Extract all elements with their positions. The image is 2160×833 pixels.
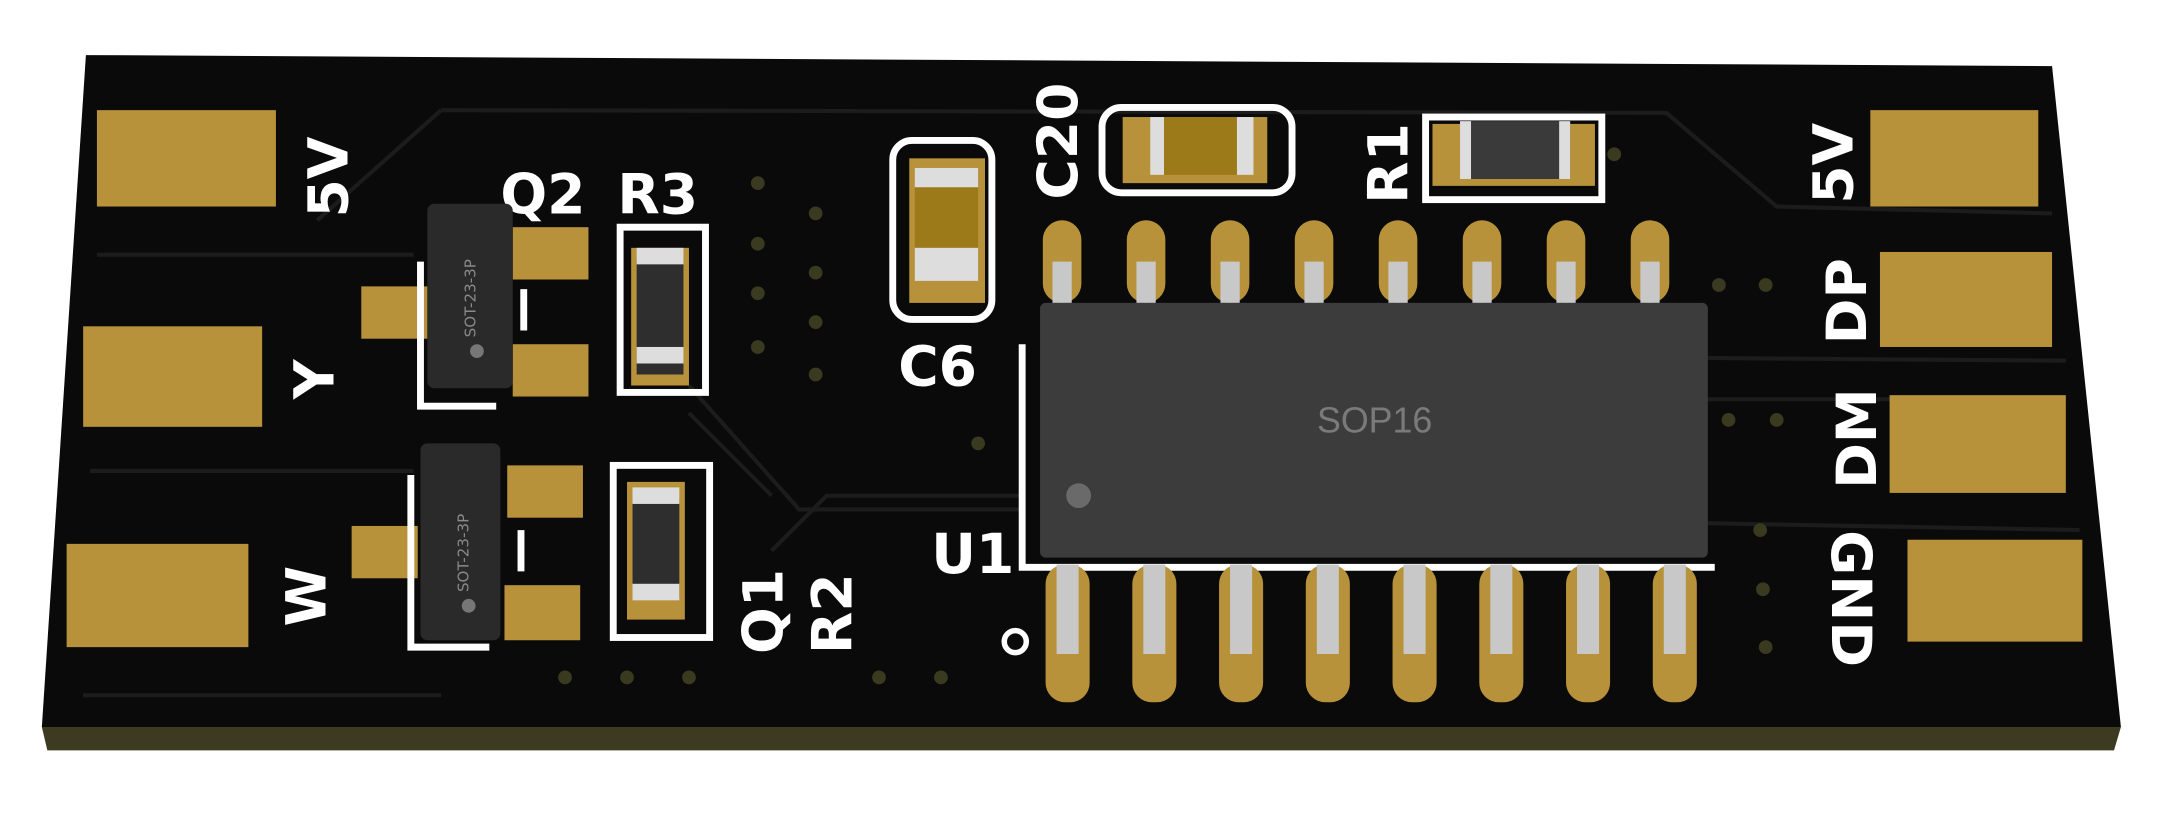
capacitor-c20 <box>1098 103 1296 197</box>
pad-y <box>83 326 263 427</box>
resistor-r3 <box>616 223 709 396</box>
capacitor-c6 <box>889 136 996 323</box>
designator-u1: U1 <box>931 522 1014 586</box>
resistor-r1 <box>1422 113 1606 204</box>
chip-label: SOP16 <box>1317 400 1432 440</box>
designator-c6: C6 <box>898 335 977 399</box>
pad-dm <box>1889 395 2066 493</box>
board-edge <box>41 726 2121 751</box>
label-dm: DM <box>1825 388 1889 489</box>
pad-gnd <box>1907 539 2083 642</box>
label-dp: DP <box>1815 258 1879 344</box>
label-gnd: GND <box>1819 530 1883 667</box>
label-w: W <box>274 566 338 627</box>
ic-pin <box>1640 261 1660 303</box>
vias <box>558 147 1784 685</box>
ic-u1: SOP16 <box>1001 220 1715 703</box>
ic-pin <box>1052 261 1072 303</box>
label-y: Y <box>283 358 347 400</box>
designator-q1: Q1 <box>732 569 796 654</box>
ic-pin <box>1316 564 1339 655</box>
transistor-q1: SOT-23-3P <box>351 443 583 651</box>
ic-pin <box>1663 564 1686 655</box>
ic-pin <box>1220 261 1240 303</box>
q1-package-label: SOT-23-3P <box>455 514 473 592</box>
q2-package-label: SOT-23-3P <box>462 259 480 337</box>
designator-r3: R3 <box>617 162 698 226</box>
ic-pin <box>1403 564 1426 655</box>
pad-w <box>66 543 249 648</box>
ic-pin <box>1490 564 1513 655</box>
designator-r1: R1 <box>1357 123 1421 204</box>
designator-r2: R2 <box>800 573 864 654</box>
transistor-q2: SOT-23-3P <box>361 203 589 410</box>
ic-pin <box>1577 564 1600 655</box>
ic-pin <box>1388 261 1408 303</box>
ic-pin <box>1136 261 1156 303</box>
ic-pin <box>1230 564 1253 655</box>
resistor-r2 <box>609 461 714 641</box>
designator-c20: C20 <box>1026 83 1090 200</box>
ic-pin <box>1056 564 1079 655</box>
pad-dp <box>1879 251 2053 347</box>
traces <box>83 108 2080 698</box>
pad-5v-right <box>1870 110 2039 207</box>
ic-pin <box>1143 564 1166 655</box>
designator-q2: Q2 <box>500 162 585 226</box>
ic-pin <box>1472 261 1492 303</box>
label-5v-right: 5V <box>1801 122 1865 203</box>
ic-pin <box>1556 261 1576 303</box>
pad-5v-left <box>96 110 276 207</box>
ic-pins <box>1042 220 1697 703</box>
ic-pin <box>1304 261 1324 303</box>
label-5v-left: 5V <box>297 136 361 217</box>
ic-body <box>1040 302 1708 558</box>
